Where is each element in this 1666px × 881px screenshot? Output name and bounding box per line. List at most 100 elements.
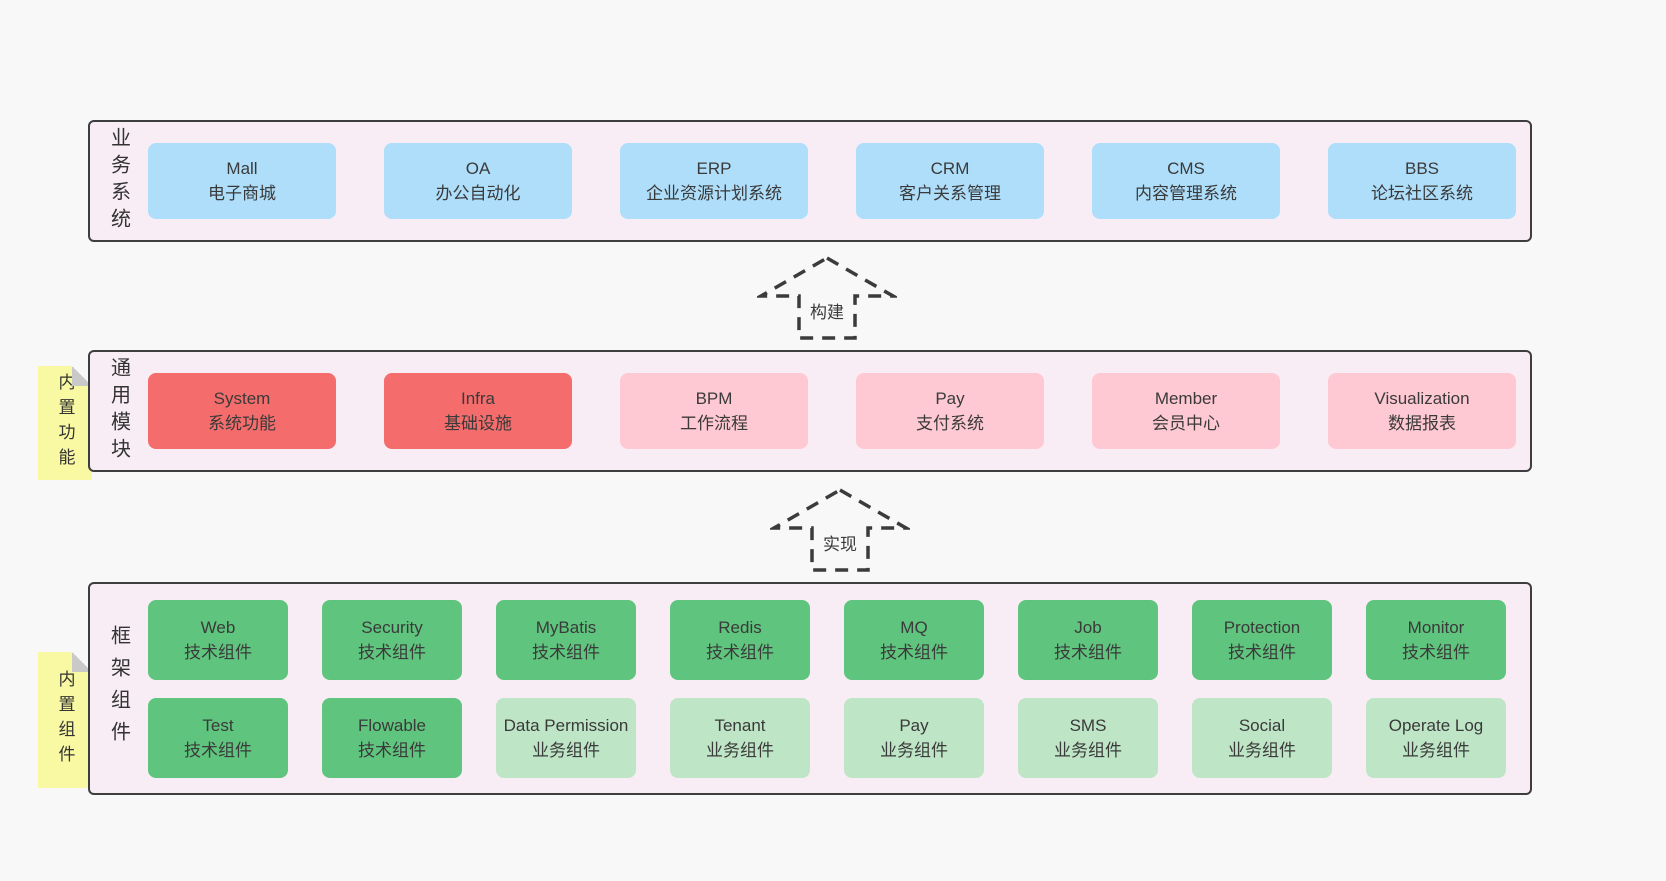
band-label-business-systems: 业务系统	[107, 127, 130, 235]
component-name: Test	[202, 715, 234, 735]
component-name: CRM	[930, 159, 970, 178]
arrow-label: 实现	[820, 530, 860, 555]
component-box-infra: Infra 基础设施	[384, 373, 572, 449]
component-name: Monitor	[1407, 617, 1465, 637]
component-desc: 工作流程	[680, 414, 748, 433]
component-desc: 办公自动化	[435, 184, 521, 203]
component-desc: 客户关系管理	[899, 184, 1001, 203]
component-row: System 系统功能 Infra 基础设施 BPM 工作流程 Pay 支付系统 Member 会…	[148, 373, 1530, 449]
component-box-operate-log: Operate Log 业务组件	[1366, 697, 1506, 778]
sticky-note-builtin-features: 内置功能	[38, 366, 92, 480]
component-box-social: Social 业务组件	[1192, 697, 1332, 778]
component-name: Security	[361, 617, 423, 637]
component-name: Pay	[935, 389, 965, 408]
component-name: BBS	[1404, 159, 1440, 178]
component-box-mall: Mall 电子商城	[148, 143, 336, 219]
component-box-web: Web 技术组件	[148, 599, 288, 680]
component-desc: 论坛社区系统	[1371, 184, 1473, 203]
component-desc: 企业资源计划系统	[646, 184, 782, 203]
component-name: MyBatis	[535, 617, 597, 637]
component-desc: 业务组件	[706, 740, 774, 760]
component-name: Member	[1154, 389, 1218, 408]
component-desc: 技术组件	[880, 642, 948, 662]
component-box-pay: Pay 支付系统	[856, 373, 1044, 449]
component-desc: 业务组件	[1402, 740, 1470, 760]
folded-corner-icon	[72, 652, 92, 672]
component-box-mq: MQ 技术组件	[844, 599, 984, 680]
band-framework-components: 框架组件 Web 技术组件 Security 技术组件 MyBatis 技术组件 Redis…	[88, 582, 1532, 795]
component-box-bbs: BBS 论坛社区系统	[1328, 143, 1516, 219]
arrow-implement: 实现	[770, 487, 910, 575]
component-name: Tenant	[714, 715, 766, 735]
sticky-note-builtin-components: 内置组件	[38, 652, 92, 788]
component-name: System	[213, 389, 271, 408]
arrow-label: 构建	[807, 298, 847, 323]
component-desc: 技术组件	[1402, 642, 1470, 662]
component-name: Operate Log	[1388, 715, 1484, 735]
component-name: Social	[1238, 715, 1286, 735]
component-desc: 基础设施	[444, 414, 512, 433]
component-box-monitor: Monitor 技术组件	[1366, 599, 1506, 680]
component-box-system: System 系统功能	[148, 373, 336, 449]
component-box-crm: CRM 客户关系管理	[856, 143, 1044, 219]
component-name: Mall	[226, 159, 258, 178]
component-name: BPM	[695, 389, 733, 408]
up-arrow-icon	[757, 255, 897, 340]
component-desc: 支付系统	[916, 414, 984, 433]
component-name: Infra	[460, 389, 496, 408]
component-box-member: Member 会员中心	[1092, 373, 1280, 449]
component-desc: 业务组件	[1054, 740, 1122, 760]
component-box-bpm: BPM 工作流程	[620, 373, 808, 449]
component-desc: 系统功能	[208, 414, 276, 433]
sticky-note-label: 内置功能	[55, 373, 75, 473]
folded-corner-icon	[72, 366, 92, 386]
component-name: ERP	[696, 159, 732, 178]
component-box-mybatis: MyBatis 技术组件	[496, 599, 636, 680]
component-desc: 电子商城	[208, 184, 276, 203]
band-label-common-modules: 通用模块	[107, 357, 130, 465]
component-name: Visualization	[1374, 389, 1470, 408]
component-name: Web	[200, 617, 236, 637]
component-desc: 技术组件	[358, 642, 426, 662]
component-desc: 技术组件	[184, 642, 252, 662]
component-desc: 技术组件	[184, 740, 252, 760]
component-desc: 技术组件	[1054, 642, 1122, 662]
component-box-oa: OA 办公自动化	[384, 143, 572, 219]
arrow-build: 构建	[757, 255, 897, 343]
component-desc: 业务组件	[1228, 740, 1296, 760]
component-name: Protection	[1223, 617, 1301, 637]
component-name: MQ	[900, 617, 928, 637]
component-box-visualization: Visualization 数据报表	[1328, 373, 1516, 449]
component-desc: 数据报表	[1388, 414, 1456, 433]
band-rows-common-modules: System 系统功能 Infra 基础设施 BPM 工作流程 Pay 支付系统 Member 会…	[148, 352, 1530, 470]
component-name: Redis	[718, 617, 762, 637]
component-desc: 技术组件	[358, 740, 426, 760]
component-name: OA	[465, 159, 491, 178]
sticky-note-label: 内置组件	[55, 670, 75, 770]
component-box-security: Security 技术组件	[322, 599, 462, 680]
component-box-erp: ERP 企业资源计划系统	[620, 143, 808, 219]
band-common-modules: 通用模块 System 系统功能 Infra 基础设施 BPM 工作流程 Pay 支付系统 Me…	[88, 350, 1532, 472]
component-desc: 技术组件	[532, 642, 600, 662]
component-desc: 会员中心	[1152, 414, 1220, 433]
band-business-systems: 业务系统 Mall 电子商城 OA 办公自动化 ERP 企业资源计划系统 CRM 客户关系管理…	[88, 120, 1532, 242]
component-box-tenant: Tenant 业务组件	[670, 697, 810, 778]
component-desc: 技术组件	[1228, 642, 1296, 662]
up-arrow-icon	[770, 487, 910, 572]
component-desc: 业务组件	[880, 740, 948, 760]
component-box-protection: Protection 技术组件	[1192, 599, 1332, 680]
band-label-framework-components: 框架组件	[107, 624, 130, 753]
component-desc: 业务组件	[532, 740, 600, 760]
component-name: CMS	[1167, 159, 1205, 178]
